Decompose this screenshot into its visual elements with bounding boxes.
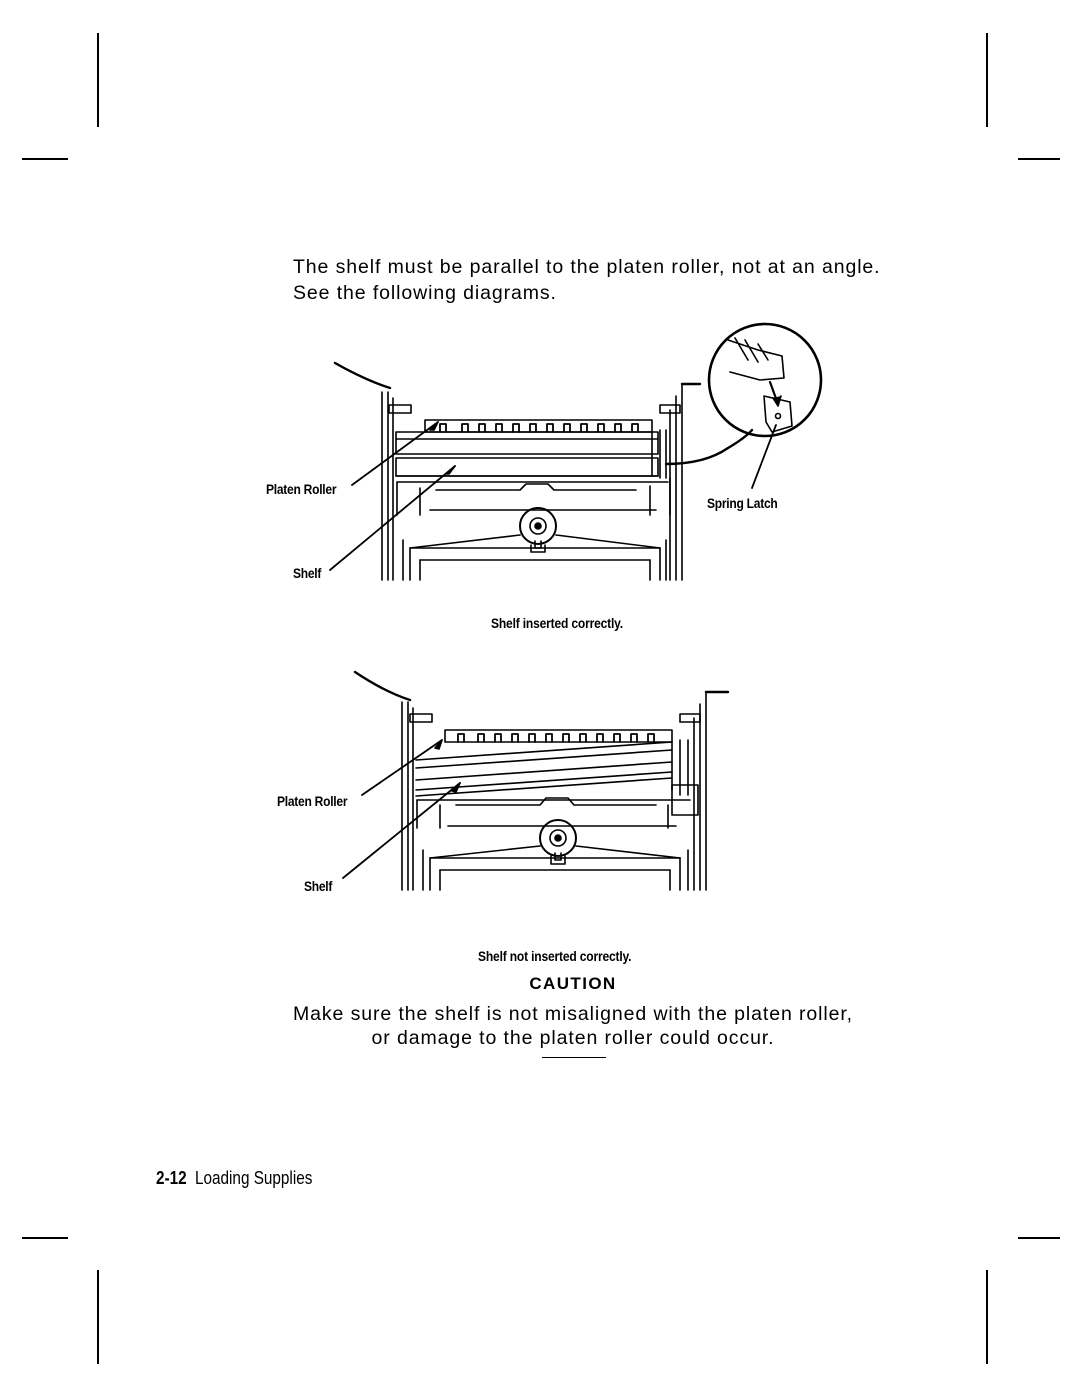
crop-mark-top-left-horizontal — [22, 158, 68, 160]
diagram-shelf-correct — [329, 322, 823, 581]
section-title: Loading Supplies — [195, 1168, 313, 1188]
crop-mark-bottom-right-horizontal — [1018, 1237, 1060, 1239]
label-spring-latch: Spring Latch — [707, 495, 778, 511]
caption-shelf-incorrect: Shelf not inserted correctly. — [478, 948, 632, 964]
roller-ribs — [439, 423, 639, 433]
intro-paragraph: The shelf must be parallel to the platen… — [293, 254, 913, 306]
label-shelf-incorrect: Shelf — [304, 878, 333, 894]
caution-line-1: Make sure the shelf is not misaligned wi… — [293, 1003, 853, 1025]
label-shelf-correct: Shelf — [293, 565, 322, 581]
crop-mark-bottom-left-vertical — [97, 1270, 99, 1364]
crop-mark-bottom-right-vertical — [986, 1270, 988, 1364]
label-platen-roller-incorrect: Platen Roller — [277, 793, 348, 809]
crop-mark-top-right-vertical — [986, 33, 988, 127]
caution-body: Make sure the shelf is not misaligned wi… — [0, 1002, 1080, 1050]
caution-end-rule — [542, 1057, 606, 1058]
label-platen-roller-correct: Platen Roller — [266, 481, 337, 497]
crop-mark-top-right-horizontal — [1018, 158, 1060, 160]
page-footer: 2-12 Loading Supplies — [156, 1168, 333, 1189]
caution-heading: CAUTION — [529, 974, 617, 993]
roller-ribs — [457, 733, 655, 743]
intro-line-2: See the following diagrams. — [293, 282, 557, 304]
caption-shelf-correct: Shelf inserted correctly. — [491, 615, 623, 631]
intro-line-1: The shelf must be parallel to the platen… — [293, 256, 881, 278]
page-number: 2-12 — [156, 1168, 187, 1188]
crop-mark-top-left-vertical — [97, 33, 99, 127]
diagram-shelf-incorrect — [342, 670, 730, 891]
caution-line-2: or damage to the platen roller could occ… — [371, 1027, 775, 1049]
crop-mark-bottom-left-horizontal — [22, 1237, 68, 1239]
